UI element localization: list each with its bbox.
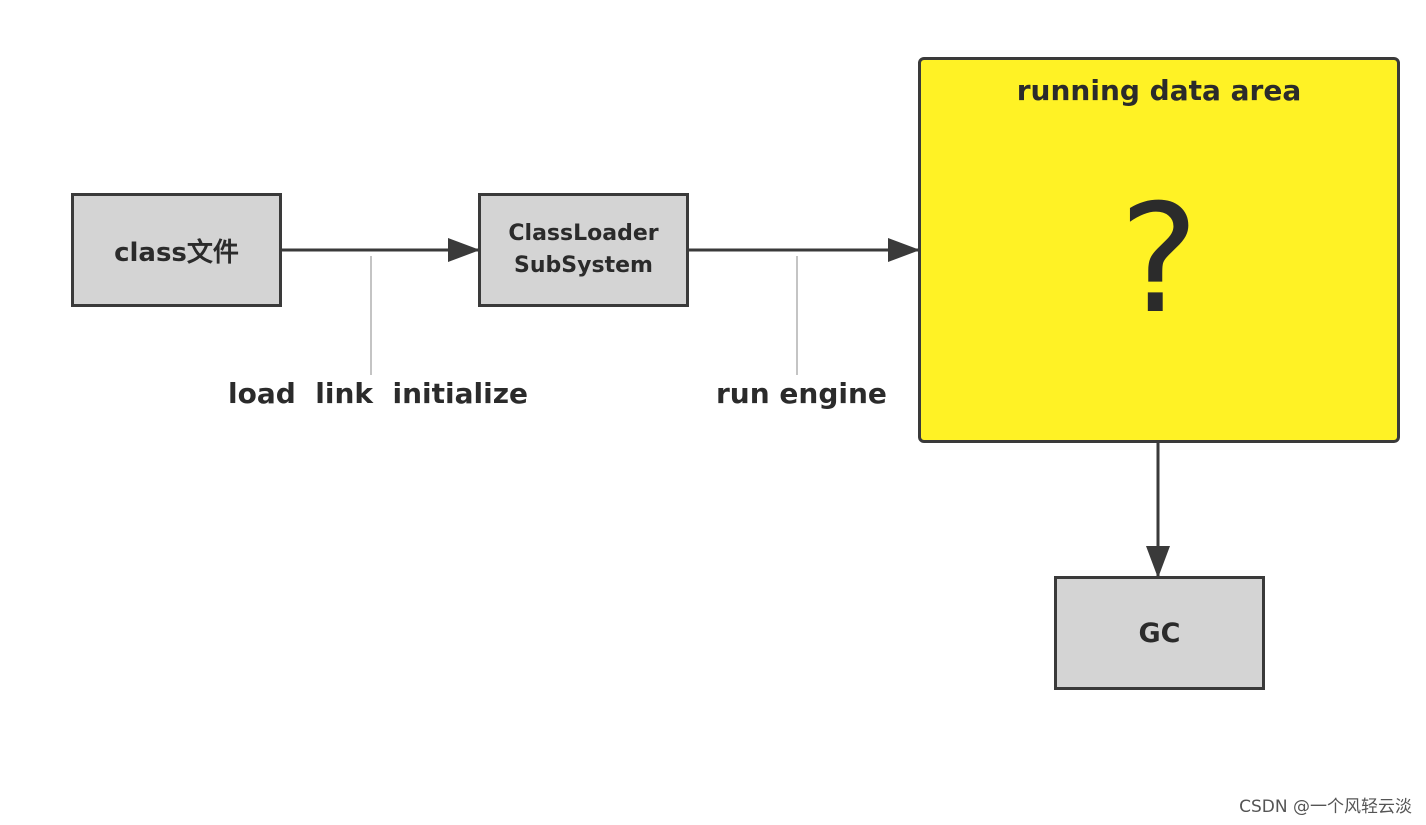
- gc-label: GC: [1138, 617, 1181, 649]
- classloader-subsystem-node: ClassLoader SubSystem: [478, 193, 689, 307]
- class-file-node: class文件: [71, 193, 282, 307]
- watermark: CSDN @一个风轻云淡: [1239, 797, 1412, 817]
- running-data-area-title: running data area: [1016, 74, 1302, 107]
- running-data-area-node: running data area ?: [918, 57, 1400, 443]
- gc-node: GC: [1054, 576, 1265, 690]
- classloader-label-line2: SubSystem: [514, 253, 653, 278]
- question-mark: ?: [1119, 173, 1199, 347]
- load-link-initialize-label: load link initialize: [228, 377, 529, 410]
- classloader-label-line1: ClassLoader: [508, 221, 659, 246]
- class-file-label: class文件: [114, 237, 239, 268]
- run-engine-label: run engine: [716, 377, 887, 410]
